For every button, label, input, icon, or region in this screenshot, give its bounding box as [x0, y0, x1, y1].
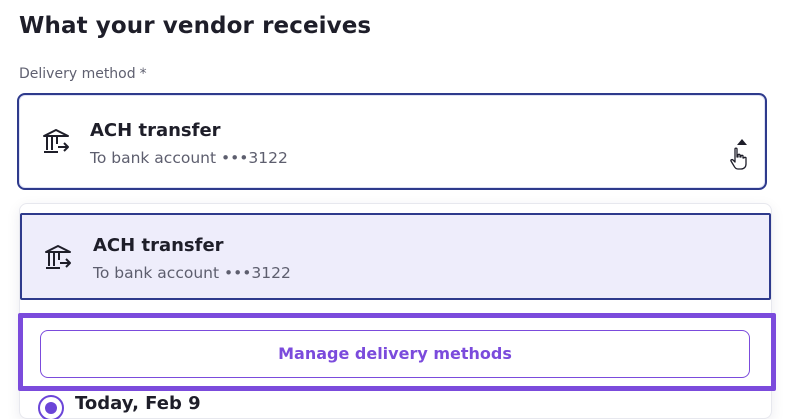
delivery-method-label: Delivery method* — [19, 66, 147, 82]
option-title: ACH transfer — [93, 235, 224, 256]
delivery-method-select[interactable]: ACH transfer To bank account •••3122 — [17, 93, 767, 190]
selected-method-subtitle: To bank account •••3122 — [90, 149, 288, 167]
option-subtitle: To bank account •••3122 — [93, 264, 291, 282]
hand-cursor-icon — [730, 147, 747, 170]
delivery-method-label-text: Delivery method — [19, 66, 136, 82]
bank-transfer-icon — [43, 129, 69, 153]
dropdown-option-ach[interactable]: ACH transfer To bank account •••3122 — [20, 213, 771, 300]
caret-up-icon[interactable] — [737, 139, 747, 145]
manage-delivery-methods-button[interactable]: Manage delivery methods — [40, 330, 750, 378]
bank-transfer-icon — [45, 245, 71, 269]
selected-method-title: ACH transfer — [90, 120, 221, 141]
schedule-date-option[interactable]: Today, Feb 9 — [38, 393, 338, 419]
required-marker: * — [139, 66, 147, 82]
schedule-date-label: Today, Feb 9 — [75, 393, 201, 414]
section-title: What your vendor receives — [19, 13, 372, 39]
manage-methods-highlight: Manage delivery methods — [18, 313, 776, 391]
radio-selected-icon[interactable] — [38, 395, 64, 419]
